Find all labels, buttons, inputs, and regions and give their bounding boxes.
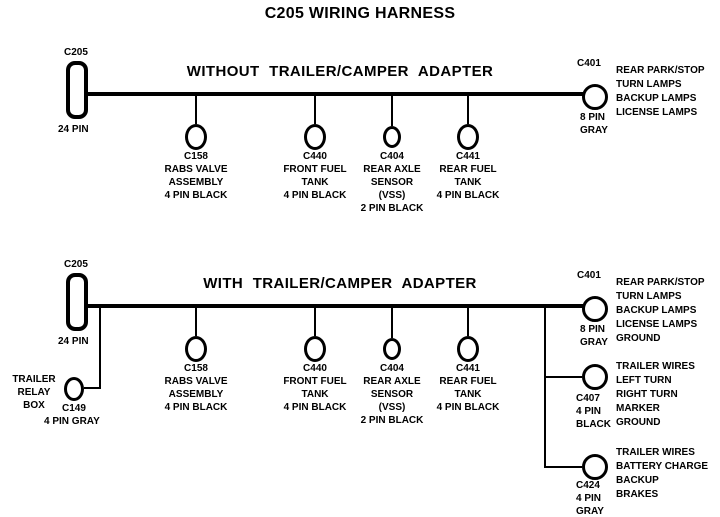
c401-connector-bottom bbox=[582, 296, 608, 322]
c149-pins: 4 PIN GRAY bbox=[44, 416, 100, 427]
c424-branch-line bbox=[546, 466, 582, 468]
drop-line bbox=[314, 96, 316, 124]
section1-header: WITHOUT TRAILER/CAMPER ADAPTER bbox=[186, 63, 494, 80]
harness-line-bottom bbox=[86, 304, 586, 308]
c424-connector bbox=[582, 454, 608, 480]
c440-connector-top bbox=[304, 124, 326, 150]
connector-id: C158 bbox=[184, 363, 208, 374]
relay-branch-line bbox=[84, 387, 101, 389]
c407-functions: TRAILER WIRES LEFT TURN RIGHT TURN MARKE… bbox=[616, 361, 695, 428]
c440-label-bottom: C440 FRONT FUEL TANK 4 PIN BLACK bbox=[269, 362, 361, 414]
c401-label-top: C401 bbox=[577, 58, 601, 69]
c407-pins: C407 4 PIN BLACK bbox=[576, 393, 611, 430]
c149-label: C149 bbox=[62, 403, 86, 414]
c401-functions-bottom: REAR PARK/STOP TURN LAMPS BACKUP LAMPS L… bbox=[616, 277, 705, 344]
c441-label-top: C441 REAR FUEL TANK 4 PIN BLACK bbox=[422, 150, 514, 202]
trailer-branch-line bbox=[544, 307, 546, 468]
c440-connector-bottom bbox=[304, 336, 326, 362]
connector-id: C440 bbox=[303, 151, 327, 162]
drop-line bbox=[391, 308, 393, 338]
drop-line bbox=[391, 96, 393, 126]
drop-line bbox=[195, 96, 197, 124]
c205-pins-bottom: 24 PIN bbox=[58, 336, 89, 347]
c404-connector-bottom bbox=[383, 338, 401, 360]
drop-line bbox=[314, 308, 316, 336]
c407-branch-line bbox=[546, 376, 582, 378]
c440-label-top: C440 FRONT FUEL TANK 4 PIN BLACK bbox=[269, 150, 361, 202]
connector-id: C404 bbox=[380, 151, 404, 162]
c205-connector-top bbox=[66, 61, 88, 119]
c401-pins-bottom: 8 PIN GRAY bbox=[580, 324, 608, 348]
drop-line bbox=[195, 308, 197, 336]
c441-label-bottom: C441 REAR FUEL TANK 4 PIN BLACK bbox=[422, 362, 514, 414]
c401-functions-top: REAR PARK/STOP TURN LAMPS BACKUP LAMPS L… bbox=[616, 65, 705, 118]
connector-id: C440 bbox=[303, 363, 327, 374]
c205-connector-bottom bbox=[66, 273, 88, 331]
connector-id: C158 bbox=[184, 151, 208, 162]
drop-line bbox=[467, 308, 469, 336]
c424-pins: C424 4 PIN GRAY bbox=[576, 480, 604, 517]
section2-header: WITH TRAILER/CAMPER ADAPTER bbox=[203, 275, 477, 292]
c404-label-bottom: C404 REAR AXLE SENSOR (VSS) 2 PIN BLACK bbox=[346, 362, 438, 427]
c158-connector-bottom bbox=[185, 336, 207, 362]
c401-pins-top: 8 PIN GRAY bbox=[580, 112, 608, 136]
c441-connector-bottom bbox=[457, 336, 479, 362]
connector-id: C441 bbox=[456, 363, 480, 374]
connector-id: C441 bbox=[456, 151, 480, 162]
c158-label-bottom: C158 RABS VALVE ASSEMBLY 4 PIN BLACK bbox=[150, 362, 242, 414]
c158-label-top: C158 RABS VALVE ASSEMBLY 4 PIN BLACK bbox=[150, 150, 242, 202]
c404-connector-top bbox=[383, 126, 401, 148]
diagram-title: C205 WIRING HARNESS bbox=[264, 5, 456, 22]
c205-label-bottom: C205 bbox=[64, 259, 88, 270]
c158-connector-top bbox=[185, 124, 207, 150]
drop-line bbox=[467, 96, 469, 124]
c401-connector-top bbox=[582, 84, 608, 110]
connector-id: C404 bbox=[380, 363, 404, 374]
c149-connector bbox=[64, 377, 84, 401]
trailer-relay-box-label: TRAILER RELAY BOX bbox=[12, 374, 56, 411]
c205-label-top: C205 bbox=[64, 47, 88, 58]
c441-connector-top bbox=[457, 124, 479, 150]
c205-pins-top: 24 PIN bbox=[58, 124, 89, 135]
c424-functions: TRAILER WIRES BATTERY CHARGE BACKUP BRAK… bbox=[616, 447, 709, 500]
c404-label-top: C404 REAR AXLE SENSOR (VSS) 2 PIN BLACK bbox=[346, 150, 438, 215]
harness-line-top bbox=[86, 92, 586, 96]
c407-connector bbox=[582, 364, 608, 390]
c401-label-bottom: C401 bbox=[577, 270, 601, 281]
relay-branch-line bbox=[99, 307, 101, 389]
